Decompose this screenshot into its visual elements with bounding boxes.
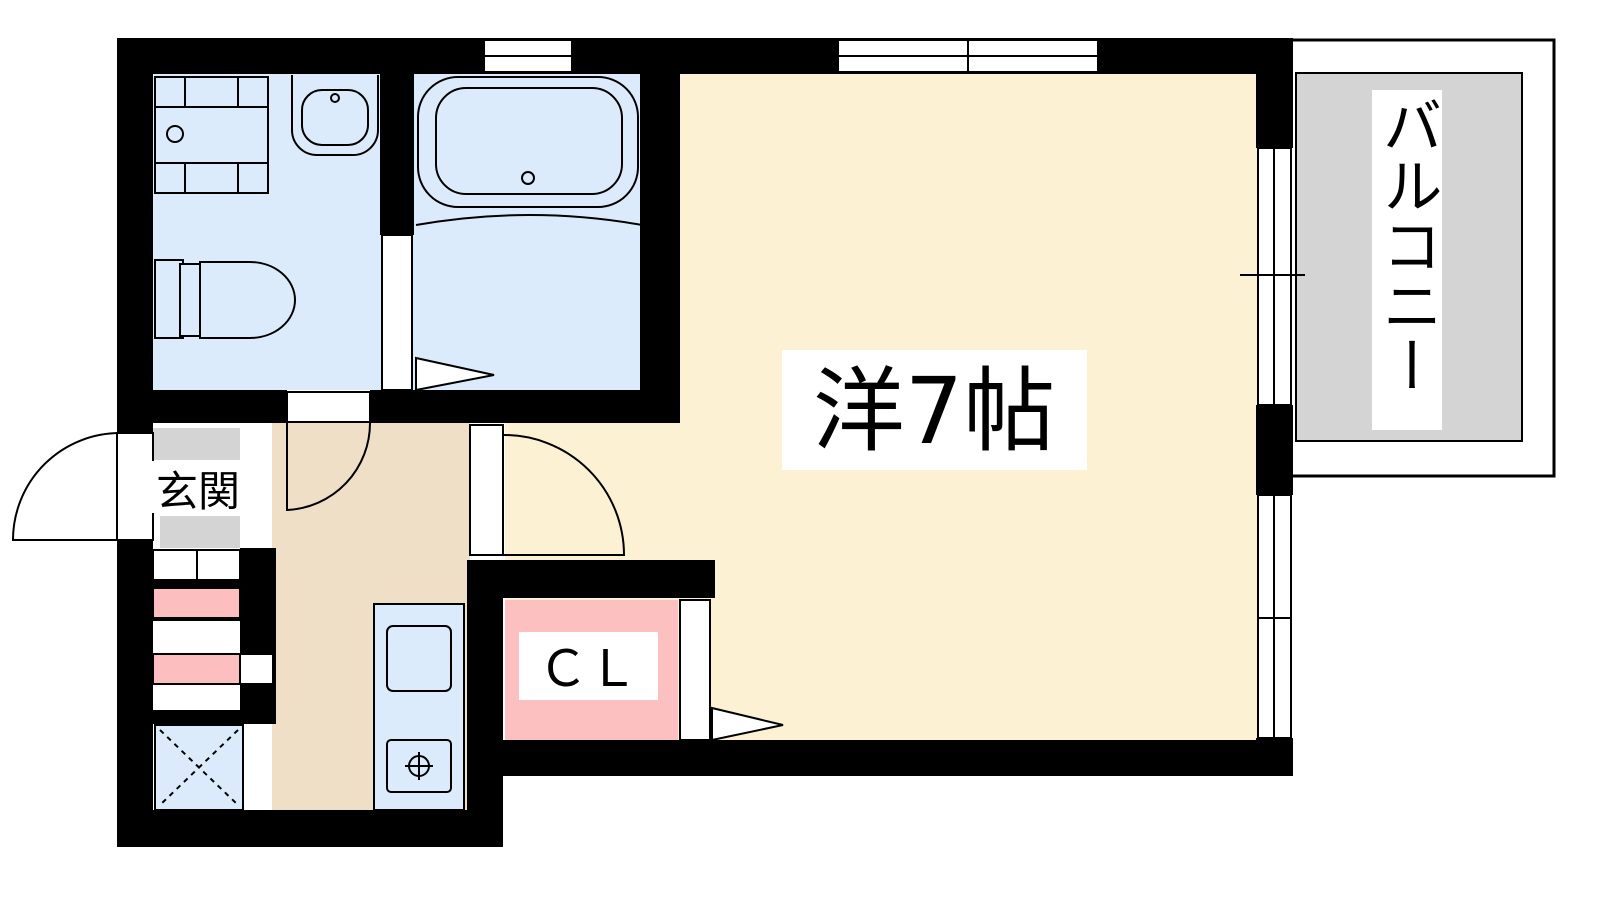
bathtub — [415, 76, 643, 226]
entrance-mat-lower — [160, 516, 240, 548]
entrance-label: 玄関 — [156, 467, 240, 516]
closet-label: ＣＬ — [538, 640, 638, 698]
entrance-label-bg — [152, 461, 244, 513]
entrance-mat — [150, 428, 240, 460]
windows — [483, 39, 1305, 739]
washing-machine — [154, 76, 269, 194]
balcony-label: バルコニー — [1372, 95, 1442, 395]
western-room-label: 洋7帖 — [813, 358, 1056, 465]
western-room-label-bg — [782, 350, 1087, 470]
kitchen-counter — [373, 603, 465, 811]
washbasin — [291, 75, 379, 157]
toilet — [154, 259, 296, 339]
fridge-space — [154, 724, 244, 811]
closet-label-bg — [519, 632, 658, 700]
balcony-label-bg — [1372, 90, 1442, 430]
shoe-storage — [152, 549, 274, 685]
